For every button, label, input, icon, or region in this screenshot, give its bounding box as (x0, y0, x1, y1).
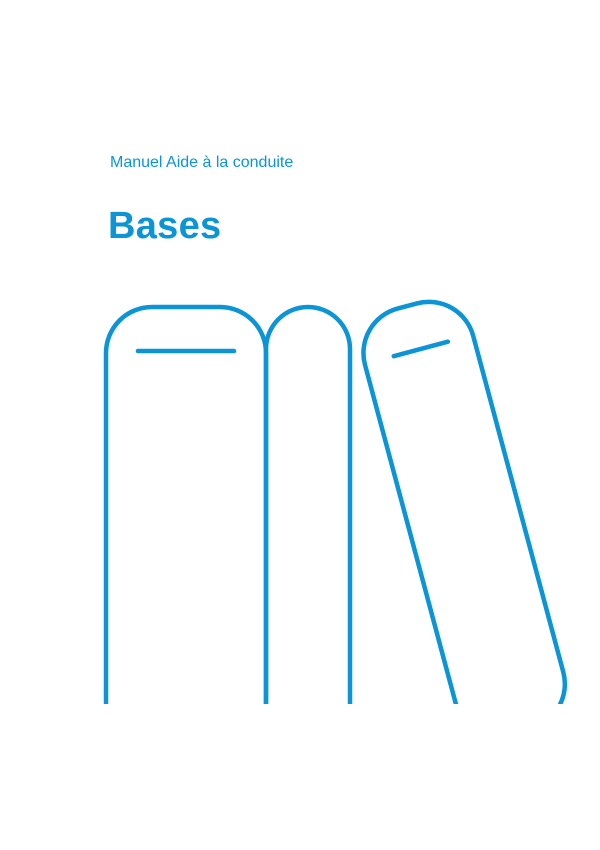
manual-subtitle: Manuel Aide à la conduite (110, 154, 294, 171)
book-3 (361, 299, 568, 704)
book-2 (263, 304, 353, 704)
page-title: Bases (108, 205, 222, 247)
book-1 (103, 304, 269, 704)
